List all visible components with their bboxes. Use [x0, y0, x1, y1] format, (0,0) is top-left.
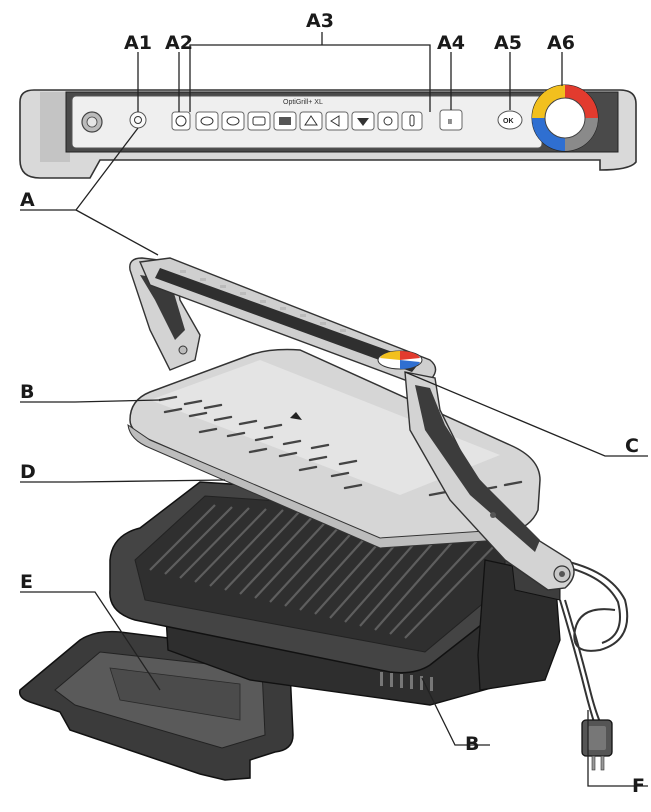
svg-text:II: II — [448, 119, 452, 126]
svg-text:OK: OK — [503, 118, 514, 125]
label-b-top: B — [20, 381, 34, 403]
label-a1: A1 — [124, 32, 152, 54]
ok-button — [497, 110, 523, 130]
control-panel: OptiGrill+ XL II — [19, 84, 637, 179]
label-a5: A5 — [494, 32, 522, 54]
label-b-bottom: B — [465, 733, 479, 755]
label-c: C — [625, 435, 639, 457]
handle-arm — [129, 257, 575, 591]
product-name: OptiGrill+ XL — [283, 99, 323, 106]
power-plug — [581, 719, 613, 771]
label-a3: A3 — [306, 10, 334, 32]
label-a4: A4 — [437, 32, 465, 54]
label-a2: A2 — [165, 32, 193, 54]
label-e: E — [20, 571, 33, 593]
label-a6: A6 — [547, 32, 575, 54]
program-buttons — [171, 111, 423, 131]
leader-lines — [20, 32, 648, 787]
label-f: F — [632, 775, 645, 797]
power-cord — [559, 559, 629, 726]
power-button — [129, 111, 147, 129]
selection-dial — [531, 84, 599, 152]
label-d: D — [20, 461, 36, 483]
callout-labels: A1 A2 A3 A4 A5 A6 A B C D E B F — [20, 10, 645, 797]
upper-lid — [127, 348, 541, 549]
label-a: A — [20, 189, 35, 211]
